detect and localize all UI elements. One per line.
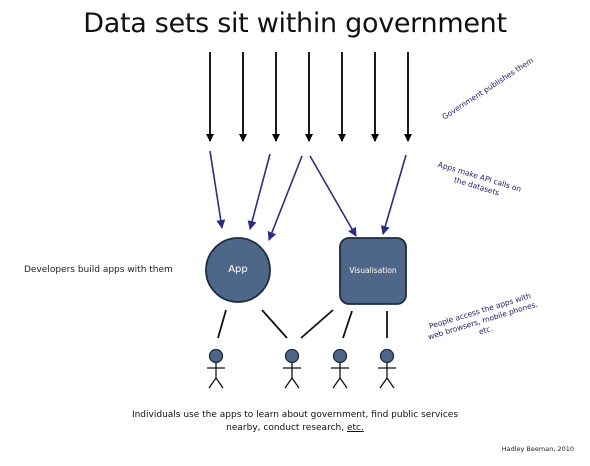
api-arrow	[247, 153, 271, 230]
api-arrow	[309, 155, 357, 237]
page-title: Data sets sit within government	[83, 8, 507, 39]
people	[207, 348, 396, 389]
api-arrow	[209, 150, 226, 229]
visualisation-node-label: Visualisation	[349, 266, 397, 275]
person-icon	[283, 348, 301, 389]
person-icon	[331, 348, 349, 389]
access-line	[217, 309, 227, 339]
caption: Individuals use the apps to learn about …	[120, 409, 470, 435]
access-line	[300, 309, 334, 339]
caption-text: Individuals use the apps to learn about …	[131, 410, 459, 433]
app-node	[205, 237, 271, 303]
access-lines	[217, 309, 388, 339]
credit: Hadley Beeman, 2010	[501, 445, 574, 453]
caption-etc: etc.	[346, 423, 364, 433]
access-line	[261, 309, 288, 339]
person-icon	[207, 348, 225, 389]
api-arrow	[267, 155, 303, 241]
app-node-label: App	[228, 264, 248, 275]
api-arrow	[380, 154, 407, 235]
person-icon	[378, 348, 396, 389]
api-arrows	[209, 150, 407, 241]
publish-arrows	[206, 52, 412, 142]
developers-label: Developers build apps with them	[24, 265, 173, 275]
access-line	[342, 310, 353, 339]
visualisation-node	[339, 237, 407, 305]
